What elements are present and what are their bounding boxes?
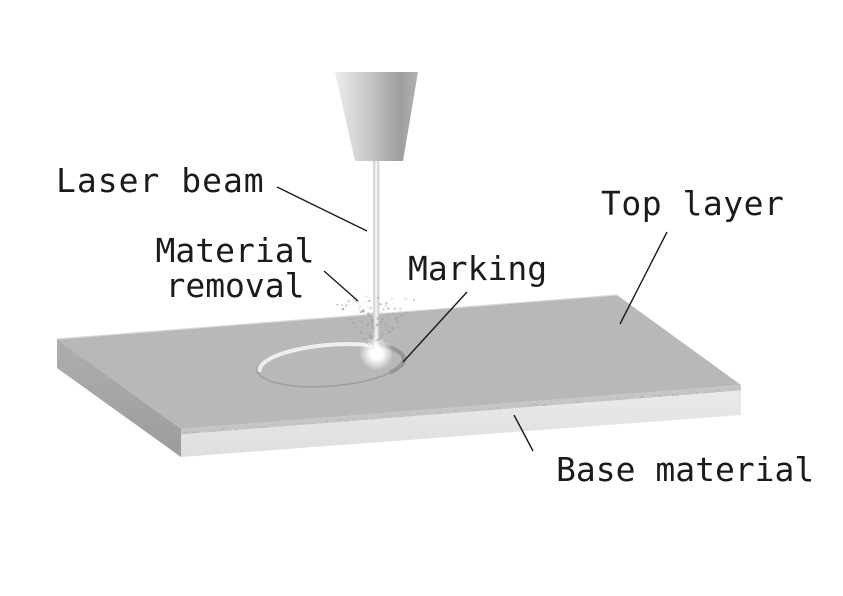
laser-beam-ray (373, 159, 380, 354)
material-removal-label-line2: removal (165, 266, 305, 305)
laser-beam-leader-line (276, 186, 368, 232)
slab-back-edge-highlight (56, 294, 618, 340)
slab-left-face (57, 339, 181, 457)
base-material-face (181, 390, 741, 457)
marking-label: Marking (408, 249, 548, 288)
top-layer-leader-line (619, 231, 668, 325)
material-removal-label: Material removal (138, 233, 332, 303)
top-layer-label: Top layer (601, 184, 785, 223)
top-layer-edge-strip (181, 385, 741, 435)
top-layer-edge-speckles (184, 388, 734, 434)
material-removal-label-line1: Material (155, 231, 315, 270)
top-layer-surface (57, 295, 741, 429)
base-material-label: Base material (556, 450, 815, 489)
groove-highlight-arc (257, 341, 372, 373)
spark-core (370, 347, 383, 360)
marking-leader-line (402, 291, 468, 363)
laser-nozzle (335, 72, 418, 161)
base-material-leader-line (513, 414, 534, 452)
material-removal-leader-line (323, 270, 359, 302)
laser-beam-label: Laser beam (56, 161, 265, 200)
